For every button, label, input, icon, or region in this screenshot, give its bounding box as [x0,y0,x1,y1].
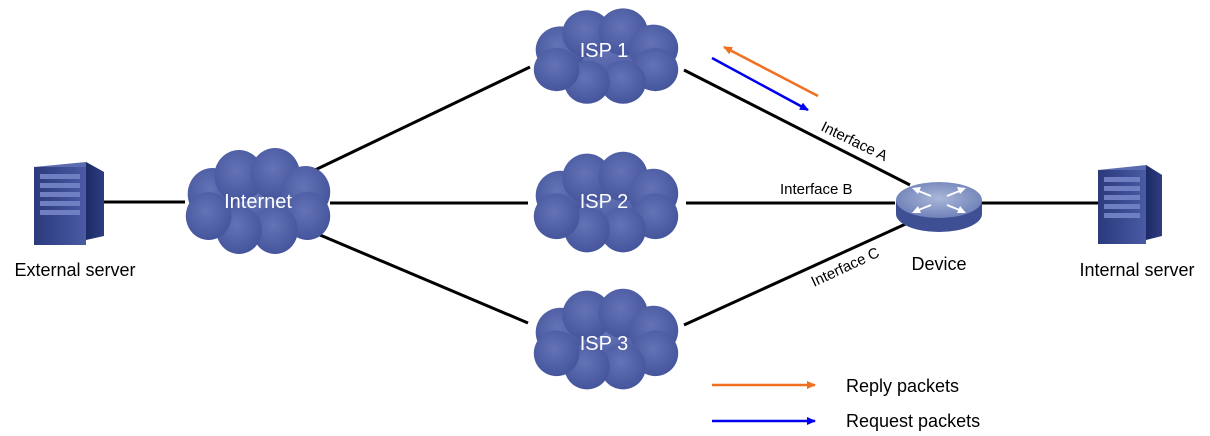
interface-b-label: Interface B [780,181,853,198]
internet-label: Internet [224,191,292,213]
link-internet-isp3 [319,233,529,325]
cloud-isp1 [533,8,679,104]
internal-server-label: Internal server [1079,260,1194,280]
external-server-icon [34,162,104,245]
cloud-internet [185,148,331,254]
legend-request-label: Request packets [846,411,980,431]
cloud-isp2 [533,151,679,253]
links [100,65,1098,327]
link-isp1-device [683,68,911,187]
reply-arrow [723,45,819,98]
device-label: Device [911,254,966,274]
router-icon [896,182,982,232]
cloud-isp3 [533,288,679,390]
link-isp3-device [683,220,911,327]
isp3-label: ISP 3 [580,333,629,355]
request-arrow [711,56,809,112]
legend-reply-label: Reply packets [846,376,959,396]
legend: Reply packets Request packets [712,376,980,431]
isp2-label: ISP 2 [580,191,629,213]
internal-server-icon [1098,165,1162,244]
isp1-label: ISP 1 [580,40,629,62]
external-server-label: External server [14,260,135,280]
link-internet-isp1 [314,65,531,172]
